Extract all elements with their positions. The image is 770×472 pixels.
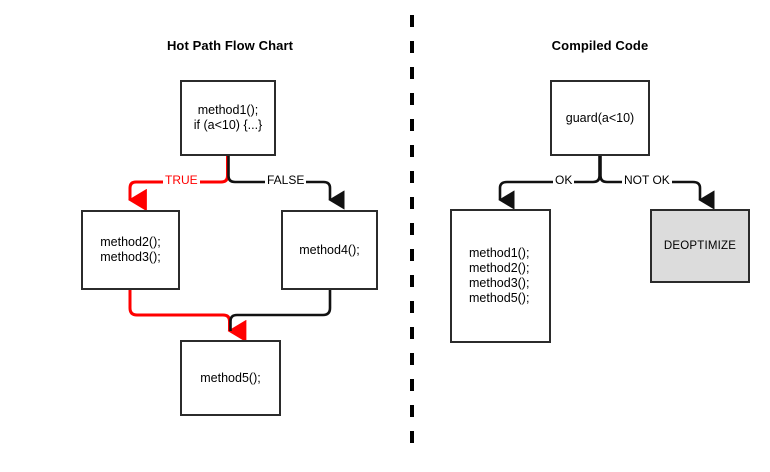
left-panel-title: Hot Path Flow Chart xyxy=(166,38,294,53)
edge-true-merge xyxy=(128,290,247,343)
edge-ok xyxy=(498,156,601,210)
node-deoptimize[interactable]: DEOPTIMIZE xyxy=(650,209,750,283)
node-method1[interactable]: method1(); if (a<10) {...} xyxy=(180,80,276,156)
node-method1-text: method1(); if (a<10) {...} xyxy=(193,103,263,132)
right-panel-title: Compiled Code xyxy=(551,38,649,53)
node-method4[interactable]: method4(); xyxy=(281,210,378,290)
node-guard[interactable]: guard(a<10) xyxy=(550,80,650,156)
node-compiled-methods[interactable]: method1(); method2(); method3(); method5… xyxy=(450,209,551,343)
edge-label-ok: OK xyxy=(553,173,575,187)
edge-label-false: FALSE xyxy=(265,173,307,187)
node-method4-text: method4(); xyxy=(299,242,360,257)
node-compiled-methods-text: method1(); method2(); method3(); method5… xyxy=(469,246,530,305)
node-method2-method3-text: method2(); method3(); xyxy=(100,235,161,264)
node-method2-method3[interactable]: method2(); method3(); xyxy=(81,210,180,290)
node-method5[interactable]: method5(); xyxy=(180,340,281,416)
edge-label-not-ok: NOT OK xyxy=(622,173,672,187)
node-method5-text: method5(); xyxy=(200,370,261,385)
edge-label-true: TRUE xyxy=(163,173,200,187)
node-guard-text: guard(a<10) xyxy=(565,110,635,125)
edge-false-merge xyxy=(229,290,332,331)
node-deoptimize-text: DEOPTIMIZE xyxy=(663,239,737,252)
